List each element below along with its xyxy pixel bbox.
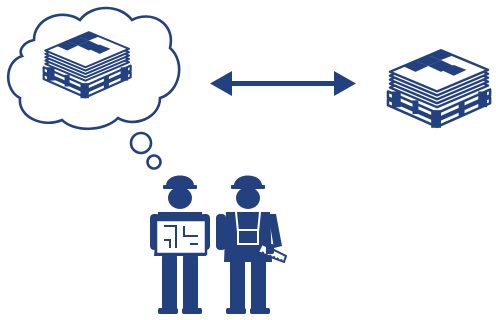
saw-icon — [256, 242, 288, 264]
pallet-with-stacked-boards-icon — [386, 48, 492, 130]
double-headed-arrow-icon — [210, 71, 356, 96]
overalls-bib-icon — [235, 211, 261, 245]
drawing-sheet-icon — [154, 218, 208, 256]
